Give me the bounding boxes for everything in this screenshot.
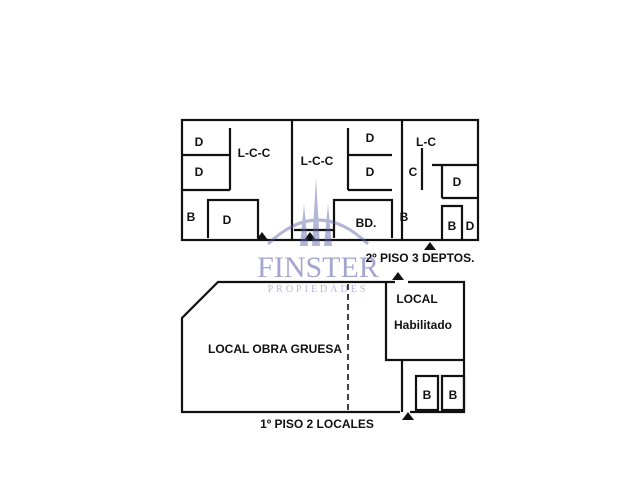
watermark-subtitle: PROPIEDADES (268, 284, 369, 295)
room-c-c: C (409, 165, 418, 179)
watermark-name: FINSTER (257, 251, 379, 284)
room-c-d2: D (466, 219, 475, 233)
room-b-d2: D (366, 165, 375, 179)
room-a-d3: D (223, 213, 232, 227)
entry-arrow-b (304, 232, 316, 240)
bath-b2-outline (440, 374, 466, 412)
dept-b-walls (294, 128, 394, 238)
bath-b1-label: B (423, 388, 432, 402)
tower-logo-icon (266, 178, 370, 246)
second-floor-outline (180, 118, 480, 242)
room-b-living: L-C-C (301, 154, 334, 168)
finster-watermark: FINSTER PROPIEDADES (257, 178, 379, 295)
room-c-d1: D (453, 175, 462, 189)
local-habilitado-outline (408, 280, 466, 414)
room-a-b: B (187, 210, 196, 224)
entry-arrow-local (392, 272, 404, 280)
dept-a-walls (182, 128, 260, 238)
entry-arrow-a (256, 232, 268, 240)
room-b-d1: D (366, 131, 375, 145)
local-habilitado-partition (384, 282, 464, 362)
first-floor-caption: 1º PISO 2 LOCALES (260, 417, 374, 431)
room-a-d1: D (195, 135, 204, 149)
local-habilitado-label-1: LOCAL (396, 292, 437, 306)
room-b-b: B (400, 210, 409, 224)
second-floor-caption: 2º PISO 3 DEPTOS. (366, 251, 475, 265)
first-floor-outline (180, 280, 400, 414)
dept-c-walls (420, 148, 478, 240)
local-habilitado-label-2: Habilitado (394, 318, 452, 332)
entry-arrow-c (424, 242, 436, 250)
bath-b2-label: B (449, 388, 458, 402)
room-a-d2: D (195, 165, 204, 179)
local-obra-gruesa-label: LOCAL OBRA GRUESA (208, 342, 342, 356)
room-a-living: L-C-C (238, 146, 271, 160)
room-c-living: L-C (416, 135, 436, 149)
second-floor-plan: D D B D L-C-C L-C-C D D BD. B L-C C D B … (180, 118, 480, 265)
room-b-bd: BD. (356, 216, 377, 230)
bath-b1-outline (414, 374, 440, 412)
room-c-b: B (448, 219, 457, 233)
first-floor-plan: LOCAL OBRA GRUESA LOCAL Habilitado B B 1… (180, 272, 466, 431)
entry-arrow-lower (402, 412, 414, 420)
